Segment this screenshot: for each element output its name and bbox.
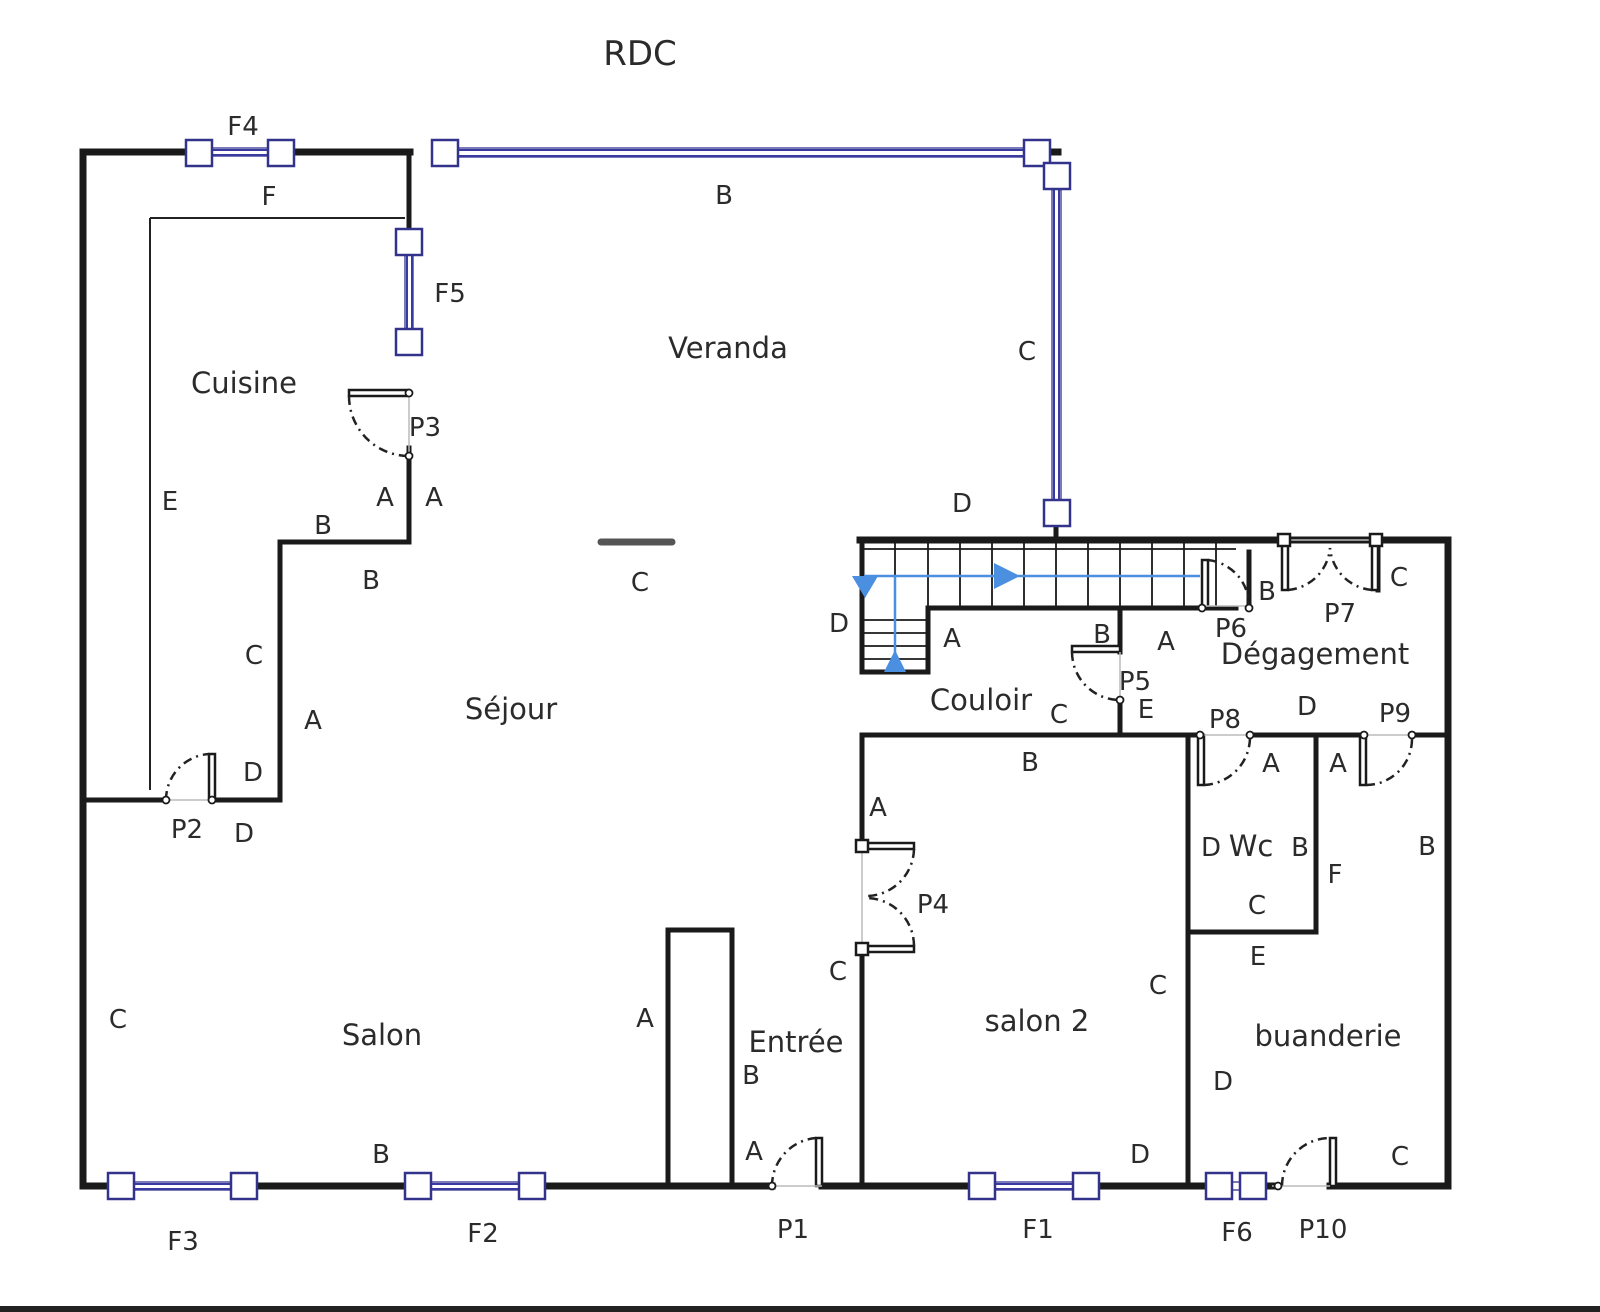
wall-label: C bbox=[1391, 1142, 1409, 1172]
door-p4-symbol bbox=[854, 838, 916, 957]
window-code-f6: F6 bbox=[1221, 1218, 1253, 1248]
wall-label: B bbox=[1258, 577, 1276, 607]
wall-label: A bbox=[636, 1004, 654, 1034]
wall-label: A bbox=[425, 483, 443, 513]
wall-label: D bbox=[1130, 1140, 1150, 1170]
room-salon-2: salon 2 bbox=[985, 1004, 1090, 1038]
wall-label: B bbox=[1021, 748, 1039, 778]
wall-label: D bbox=[234, 819, 254, 849]
plan-title: RDC bbox=[603, 34, 677, 74]
window-f5 bbox=[394, 227, 424, 357]
window-code-f2: F2 bbox=[467, 1219, 499, 1249]
wall-label: C bbox=[109, 1005, 127, 1035]
door-code-p7: P7 bbox=[1324, 599, 1356, 629]
veranda-glazing bbox=[430, 138, 1072, 543]
wall-label: B bbox=[1093, 620, 1111, 650]
window-f2 bbox=[403, 1171, 547, 1201]
window-f1 bbox=[967, 1171, 1101, 1201]
room-cuisine: Cuisine bbox=[191, 366, 297, 400]
wall-label: F bbox=[1328, 860, 1343, 890]
wall-label: B bbox=[314, 511, 332, 541]
wall-label: C bbox=[1390, 563, 1408, 593]
window-code-f1: F1 bbox=[1022, 1215, 1054, 1245]
door-p7-symbol bbox=[1276, 532, 1384, 592]
wall-label: C bbox=[631, 568, 649, 598]
door-p9-symbol bbox=[1358, 730, 1417, 787]
window-code-f5: F5 bbox=[434, 279, 466, 309]
room-wc: Wc bbox=[1229, 829, 1274, 863]
wall-label: B bbox=[715, 181, 733, 211]
door-code-p1: P1 bbox=[777, 1215, 809, 1245]
wall-label: E bbox=[162, 487, 178, 517]
door-p5-symbol bbox=[1070, 644, 1125, 705]
wall-label: D bbox=[1297, 692, 1317, 722]
door-code-p6: P6 bbox=[1215, 614, 1247, 644]
stair-turn-marker bbox=[852, 576, 878, 598]
door-p6-symbol bbox=[1197, 558, 1254, 613]
wall-label: B bbox=[1291, 833, 1309, 863]
wall-label: C bbox=[829, 957, 847, 987]
door-p8-symbol bbox=[1195, 730, 1255, 787]
door-p10-symbol bbox=[1272, 1136, 1338, 1191]
wall-label: C bbox=[1050, 700, 1068, 730]
window-f6 bbox=[1204, 1171, 1268, 1201]
door-p3-symbol bbox=[347, 388, 414, 461]
window-f3 bbox=[106, 1171, 259, 1201]
wall-label: B bbox=[742, 1061, 760, 1091]
staircase bbox=[852, 542, 1236, 672]
window-f4 bbox=[184, 138, 296, 168]
wall-label: E bbox=[1138, 695, 1154, 725]
wall-label: A bbox=[745, 1137, 763, 1167]
window-code-f4: F4 bbox=[227, 112, 259, 142]
door-code-p2: P2 bbox=[171, 815, 203, 845]
wall-label: C bbox=[245, 641, 263, 671]
wall-label: A bbox=[1262, 749, 1280, 779]
wall-label: A bbox=[376, 483, 394, 513]
wall-label: D bbox=[952, 489, 972, 519]
wall-label: C bbox=[1018, 337, 1036, 367]
wall-label: D bbox=[243, 758, 263, 788]
wall-label: D bbox=[1213, 1067, 1233, 1097]
wall-label: B bbox=[362, 566, 380, 596]
door-p1-symbol bbox=[767, 1136, 824, 1191]
room-couloir: Couloir bbox=[930, 683, 1032, 717]
wall-label: C bbox=[1149, 971, 1167, 1001]
wall-label: C bbox=[1248, 891, 1266, 921]
door-code-p9: P9 bbox=[1379, 699, 1411, 729]
wall-label: E bbox=[1250, 942, 1266, 972]
wall-labels: B C D F E A B A B C C A D D C B A B A C … bbox=[109, 181, 1436, 1172]
wall-label: B bbox=[372, 1140, 390, 1170]
door-code-p4: P4 bbox=[917, 890, 949, 920]
window-code-f3: F3 bbox=[167, 1227, 199, 1257]
wall-label: A bbox=[943, 624, 961, 654]
room-buanderie: buanderie bbox=[1254, 1019, 1401, 1053]
wall-label: A bbox=[1329, 749, 1347, 779]
wall-label: A bbox=[869, 793, 887, 823]
room-salon: Salon bbox=[342, 1018, 422, 1052]
door-code-p8: P8 bbox=[1209, 705, 1241, 735]
bottom-border bbox=[0, 1306, 1600, 1312]
wall-label: D bbox=[829, 609, 849, 639]
room-veranda: Veranda bbox=[668, 331, 788, 365]
door-code-p3: P3 bbox=[409, 413, 441, 443]
interior-walls bbox=[82, 149, 1451, 1189]
wall-label: D bbox=[1201, 833, 1221, 863]
room-entree: Entrée bbox=[748, 1025, 843, 1059]
room-sejour: Séjour bbox=[465, 692, 557, 726]
room-degagement: Dégagement bbox=[1221, 637, 1409, 671]
wall-label: A bbox=[304, 706, 322, 736]
door-code-p5: P5 bbox=[1119, 667, 1151, 697]
wall-label: F bbox=[262, 182, 277, 212]
wall-label: B bbox=[1418, 832, 1436, 862]
wall-label: A bbox=[1157, 627, 1175, 657]
door-code-p10: P10 bbox=[1299, 1215, 1348, 1245]
stair-direction-arrow bbox=[994, 563, 1020, 589]
stair-start-marker bbox=[884, 650, 906, 672]
door-p2-symbol bbox=[161, 752, 217, 805]
